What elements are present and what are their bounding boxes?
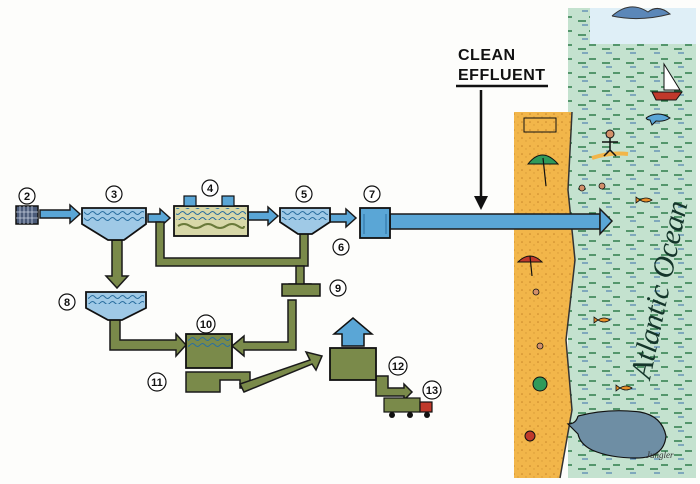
sludge-digester-icon: [185, 333, 233, 369]
stage-label-3: 3: [105, 185, 123, 203]
svg-text:7: 7: [369, 189, 375, 201]
svg-text:8: 8: [64, 297, 70, 309]
header-line-1: CLEAN: [458, 47, 516, 64]
pump-icon: [281, 283, 321, 297]
bar-screen-icon: [15, 205, 39, 225]
beach-umbrella-icon: [516, 154, 560, 277]
stage-label-5: 5: [295, 185, 313, 203]
stage-label-2: 2: [18, 187, 36, 205]
truck-icon: [383, 397, 433, 418]
svg-text:3: 3: [111, 189, 117, 201]
svg-text:4: 4: [207, 183, 214, 195]
svg-text:10: 10: [200, 319, 212, 331]
svg-text:6: 6: [338, 242, 344, 254]
disinfection-tank-icon: [359, 207, 391, 239]
stage-labels: 2 3 4 5 6 7 8 9 10 11 12 13: [18, 179, 442, 400]
aeration-tank-icon: [173, 195, 249, 237]
stage-label-11: 11: [147, 372, 167, 392]
stage-label-10: 10: [196, 314, 216, 334]
sailboat-icon: [651, 62, 683, 101]
svg-text:5: 5: [301, 189, 307, 201]
fish-icon: [593, 196, 653, 392]
stage-label-7: 7: [363, 185, 381, 203]
svg-text:12: 12: [392, 361, 404, 373]
surfer-icon: [591, 129, 629, 160]
stage-label-9: 9: [329, 279, 347, 297]
dolphin-icon: [645, 113, 671, 126]
svg-text:9: 9: [335, 283, 341, 295]
stage-label-12: 12: [388, 356, 408, 376]
clean-effluent-header: CLEAN EFFLUENT: [456, 47, 548, 210]
artist-signature: Jungler: [646, 450, 674, 460]
svg-text:11: 11: [151, 377, 163, 389]
sea-illustrations: [566, 6, 683, 459]
stage-label-13: 13: [422, 380, 442, 400]
stage-label-4: 4: [201, 179, 219, 197]
beach-area: [514, 111, 576, 479]
header-line-2: EFFLUENT: [458, 67, 546, 84]
svg-text:13: 13: [426, 385, 438, 397]
clean-water-pipes: [39, 203, 614, 236]
svg-text:2: 2: [24, 191, 30, 203]
stage-label-6: 6: [332, 238, 350, 256]
whale-icon: [566, 410, 667, 459]
stage-label-8: 8: [58, 293, 76, 311]
sludge-press-icon: [329, 317, 377, 381]
settling-tank-icon: [81, 207, 147, 241]
thickener-tank-icon: [85, 291, 147, 321]
beach-illustrations: [516, 117, 606, 442]
secondary-clarifier-icon: [279, 207, 331, 235]
